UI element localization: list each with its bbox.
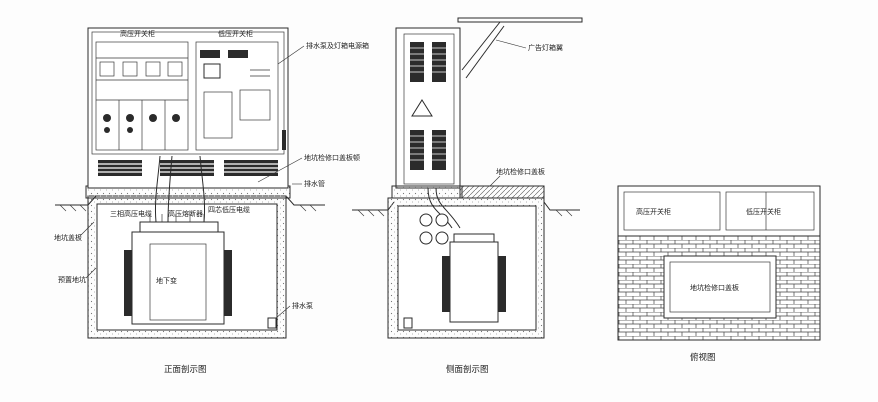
label-pit-cover-plate: 地坑盖板 (54, 233, 82, 242)
label-embedded-pit: 预置地坑 (58, 275, 86, 284)
label-hv-cabinet-front: 高压开关柜 (120, 29, 155, 38)
label-pit-cover-side: 地坑检修口盖板 (496, 167, 545, 176)
label-pit-cover-top: 地坑检修口盖板 (690, 283, 739, 292)
caption-top: 俯视图 (690, 352, 716, 363)
label-hv-cabinet-top: 高压开关柜 (636, 207, 671, 216)
caption-side: 侧面剖示图 (446, 364, 489, 375)
side-section-view: 广告灯箱翼 地坑检修口盖板 侧面剖示图 (352, 17, 583, 375)
label-lv-cable-4core: 四芯低压电缆 (208, 205, 250, 214)
label-hv-cable-3core: 三相高压电缆 (110, 209, 152, 218)
top-view: 高压开关柜 低压开关柜 地坑检修口盖板 俯视图 (617, 185, 821, 363)
label-lv-cabinet-front: 低压开关柜 (218, 29, 253, 38)
label-drain-pipe: 排水管 (304, 179, 325, 188)
caption-front: 正面剖示图 (164, 364, 207, 375)
label-pit-cover-front: 地坑检修口盖板顿 (304, 153, 360, 162)
label-underground-transformer: 地下变 (156, 276, 177, 285)
front-section-view: 高压开关柜 低压开关柜 排水泵及灯箱电源箱 地坑检修口盖板顿 排水管 三相高压电… (54, 27, 369, 375)
label-ad-light-box: 广告灯箱翼 (528, 43, 563, 52)
label-pump-light-power: 排水泵及灯箱电源箱 (306, 41, 369, 50)
label-hv-fuse: 高压熔断器 (168, 209, 203, 218)
label-lv-cabinet-top: 低压开关柜 (746, 207, 781, 216)
label-drain-pump: 排水泵 (292, 301, 313, 310)
